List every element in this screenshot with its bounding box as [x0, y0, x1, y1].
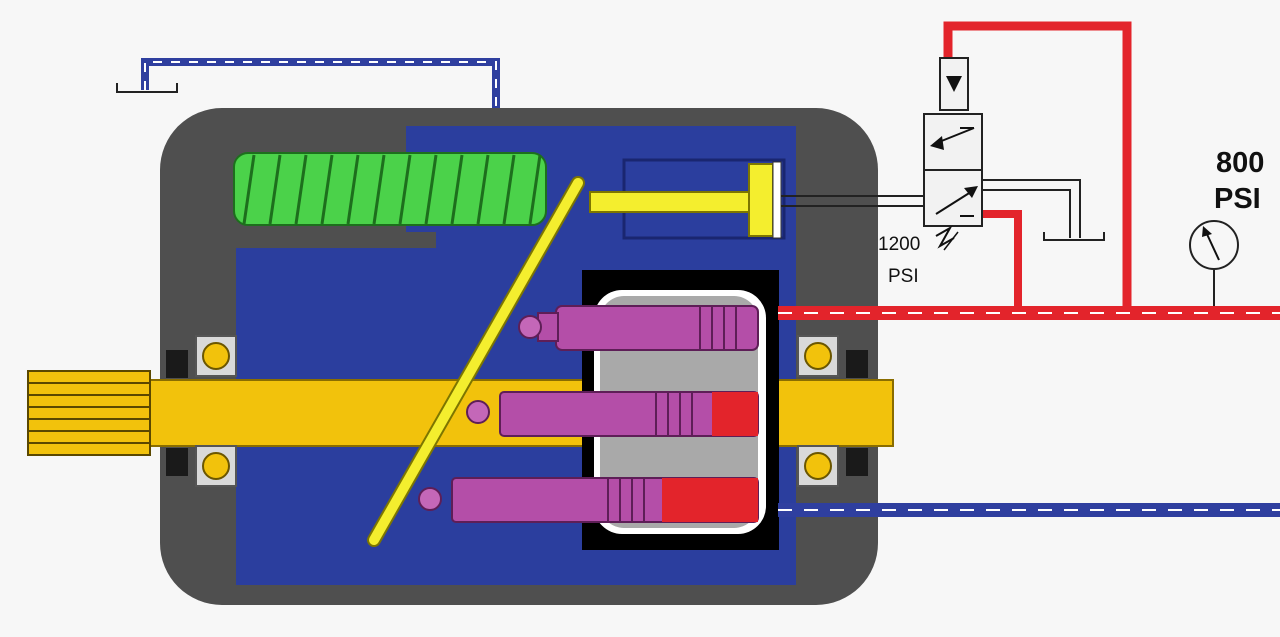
shaft-spline	[27, 370, 151, 456]
shaft-seal-top-right	[846, 350, 868, 378]
pressure-gauge	[1189, 220, 1239, 306]
relief-setting-value: 1200	[878, 234, 920, 255]
piston-middle	[466, 391, 759, 437]
tank-symbol-right	[1043, 232, 1105, 241]
tank-symbol-left	[116, 83, 178, 93]
case-drain-line	[141, 58, 500, 128]
pressure-line	[778, 21, 1280, 320]
shaft-seal-bottom-right	[846, 448, 868, 476]
shaft-seal-bottom-left	[166, 448, 188, 476]
control-piston-head	[748, 163, 774, 237]
gauge-reading-unit: PSI	[1214, 183, 1261, 215]
suction-line	[778, 503, 1280, 517]
bearing-top-left	[195, 335, 237, 377]
bearing-bottom-right	[797, 445, 839, 487]
relief-setting-unit: PSI	[888, 266, 919, 287]
compensator-spring	[233, 152, 547, 226]
piston-bottom	[418, 477, 759, 523]
control-piston-rod	[589, 191, 751, 213]
shaft-seal-top-left	[166, 350, 188, 378]
compensator-valve	[923, 57, 983, 251]
valve-drain-line	[982, 179, 1081, 238]
gauge-reading-value: 800	[1216, 147, 1264, 179]
pilot-line	[781, 195, 924, 207]
bearing-top-right	[797, 335, 839, 377]
piston-top	[518, 305, 759, 351]
bearing-bottom-left	[195, 445, 237, 487]
